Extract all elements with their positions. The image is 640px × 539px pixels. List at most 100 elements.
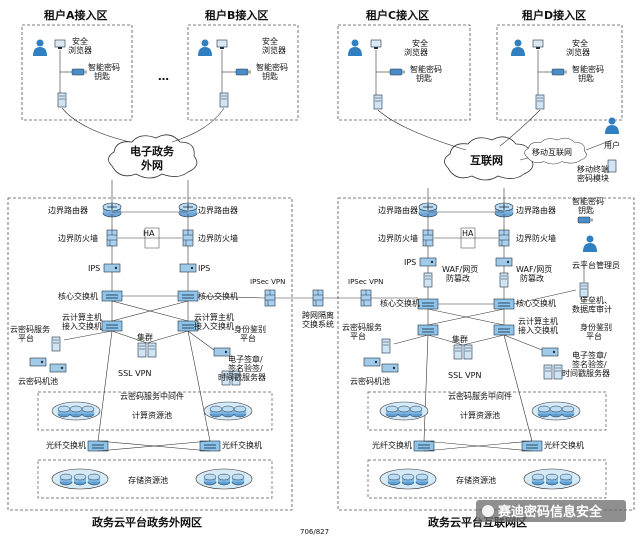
left-firewall-r: 边界防火墙 <box>198 233 238 243</box>
page-number: 706/827 <box>300 528 329 536</box>
right-zone-links <box>393 188 585 452</box>
left-firewall-l: 边界防火墙 <box>58 233 98 243</box>
tenant-d-title: 租户D接入区 <box>522 8 586 22</box>
svg-text:智能密码钥匙: 智能密码钥匙 <box>410 64 442 83</box>
svg-text:云计算主机接入交换机: 云计算主机接入交换机 <box>518 316 558 335</box>
ips-icon <box>179 263 197 273</box>
svg-text:堡垒机、数据库审计: 堡垒机、数据库审计 <box>572 295 612 314</box>
firewall-icon <box>422 229 434 247</box>
ips-icon <box>419 257 437 267</box>
right-admin: 云平台管理员 <box>572 260 620 270</box>
left-fiber-l: 光纤交换机 <box>46 440 86 450</box>
left-core-switch-r: 核心交换机 <box>198 291 238 301</box>
firewall-icon <box>106 229 118 247</box>
cluster-server-icon <box>147 342 157 358</box>
left-host-access-switch-r: 云计算主机 <box>194 312 234 322</box>
left-cluster: 集群 <box>137 332 153 342</box>
gap-exchange-icon <box>312 289 324 307</box>
pc-icon <box>54 39 66 50</box>
right-identity: 身份鉴别 <box>580 322 612 332</box>
user-icon <box>511 39 525 56</box>
svg-text:智能密码钥匙: 智能密码钥匙 <box>572 196 604 215</box>
terminal-icon <box>373 94 383 110</box>
right-firewall-l: 边界防火墙 <box>378 233 418 243</box>
tenant-b-title: 租户B接入区 <box>205 8 268 22</box>
right-bastion: 堡垒机、 <box>580 295 612 305</box>
switch-icon <box>493 324 515 336</box>
pc-icon <box>370 39 382 50</box>
right-firewall-r: 边界防火墙 <box>516 233 556 243</box>
wechat-icon <box>482 505 494 517</box>
left-ha: HA <box>143 229 155 238</box>
user-icon <box>348 39 362 56</box>
svg-text:云密码服务平台: 云密码服务平台 <box>10 324 50 343</box>
egov-net-l1: 电子政务 <box>130 144 175 158</box>
switch-icon <box>101 320 123 332</box>
right-border-router-r: 边界路由器 <box>516 205 556 215</box>
left-ips-l: IPS <box>88 264 100 273</box>
signature-icon <box>543 364 553 380</box>
svg-text:电子签章/签名验签/时间戳服务器: 电子签章/签名验签/时间戳服务器 <box>562 350 610 378</box>
egov-net-l2: 外网 <box>140 158 163 172</box>
pc-icon <box>532 39 544 50</box>
waf-server-icon <box>423 272 433 288</box>
left-storage-pool-box <box>37 459 273 499</box>
right-compute-pool: 计算资源池 <box>460 410 500 420</box>
left-fiber-r: 光纤交换机 <box>222 440 262 450</box>
crypto-machine-icon <box>381 363 399 373</box>
signature-icon <box>553 364 563 380</box>
waf-icon <box>495 257 513 267</box>
ipsec-vpn-left: IPSec VPN <box>250 278 285 286</box>
switch-icon <box>493 298 515 310</box>
watermark: 赛迪密码信息安全 <box>497 504 603 520</box>
bastion-icon <box>579 282 589 298</box>
svg-text:安全浏览器: 安全浏览器 <box>68 36 92 55</box>
tenant-ellipsis: … <box>158 70 169 83</box>
right-core-switch-l: 核心交换机 <box>380 298 420 308</box>
left-border-router-r: 边界路由器 <box>198 205 238 215</box>
svg-text:WAF/网页防篡改: WAF/网页防篡改 <box>442 265 478 283</box>
left-crypto-pool: 云密码机池 <box>18 376 58 386</box>
fiber-switch-icon <box>87 440 109 452</box>
svg-text:智能密码钥匙: 智能密码钥匙 <box>572 64 604 83</box>
left-ssl-vpn: SSL VPN <box>118 369 151 378</box>
left-ips-r: IPS <box>198 264 210 273</box>
switch-icon <box>177 290 199 302</box>
terminal-icon <box>57 92 67 108</box>
crypto-machine-icon <box>363 357 381 367</box>
ips-icon <box>103 263 121 273</box>
pc-icon <box>216 39 228 50</box>
svg-text:云密码服务平台: 云密码服务平台 <box>342 322 382 341</box>
svg-text:安全浏览器: 安全浏览器 <box>404 38 428 57</box>
fiber-switch-icon <box>521 440 543 452</box>
left-compute-pool-box <box>37 391 273 431</box>
usb-key-icon <box>71 68 88 76</box>
right-crypto-pool: 云密码机池 <box>350 376 390 386</box>
tenant-a-browser: 安全 <box>72 36 88 46</box>
tenant-c-devices <box>348 39 406 110</box>
svg-text:跨网隔离交换系统: 跨网隔离交换系统 <box>302 310 334 329</box>
ipsec-vpn-right-icon <box>360 289 372 307</box>
mobile-user-label: 用户 <box>604 140 620 150</box>
ipsec-vpn-left-icon <box>264 289 276 307</box>
crypto-machine-icon <box>29 357 47 367</box>
right-border-router-l: 边界路由器 <box>378 205 418 215</box>
tenant-c-title: 租户C接入区 <box>366 8 429 22</box>
svg-text:身份鉴别平台: 身份鉴别平台 <box>580 322 612 341</box>
svg-text:云计算主机接入交换机: 云计算主机接入交换机 <box>62 312 102 331</box>
switch-icon <box>417 324 439 336</box>
identity-icon <box>541 347 559 357</box>
right-signature: 电子签章/ <box>572 350 607 360</box>
right-compute-disks <box>379 401 581 421</box>
left-zone-box <box>7 197 293 511</box>
firewall-icon <box>182 229 194 247</box>
right-storage-pool: 存储资源池 <box>456 475 496 485</box>
tenant-d-devices <box>511 39 568 110</box>
crypto-server-icon <box>381 338 391 354</box>
right-waf: WAF/网页 <box>442 265 478 274</box>
right-storage-pool-box <box>367 459 607 499</box>
firewall-icon <box>498 229 510 247</box>
cluster-server-icon <box>463 344 473 360</box>
gap-exchange: 跨网隔离 <box>302 310 334 320</box>
